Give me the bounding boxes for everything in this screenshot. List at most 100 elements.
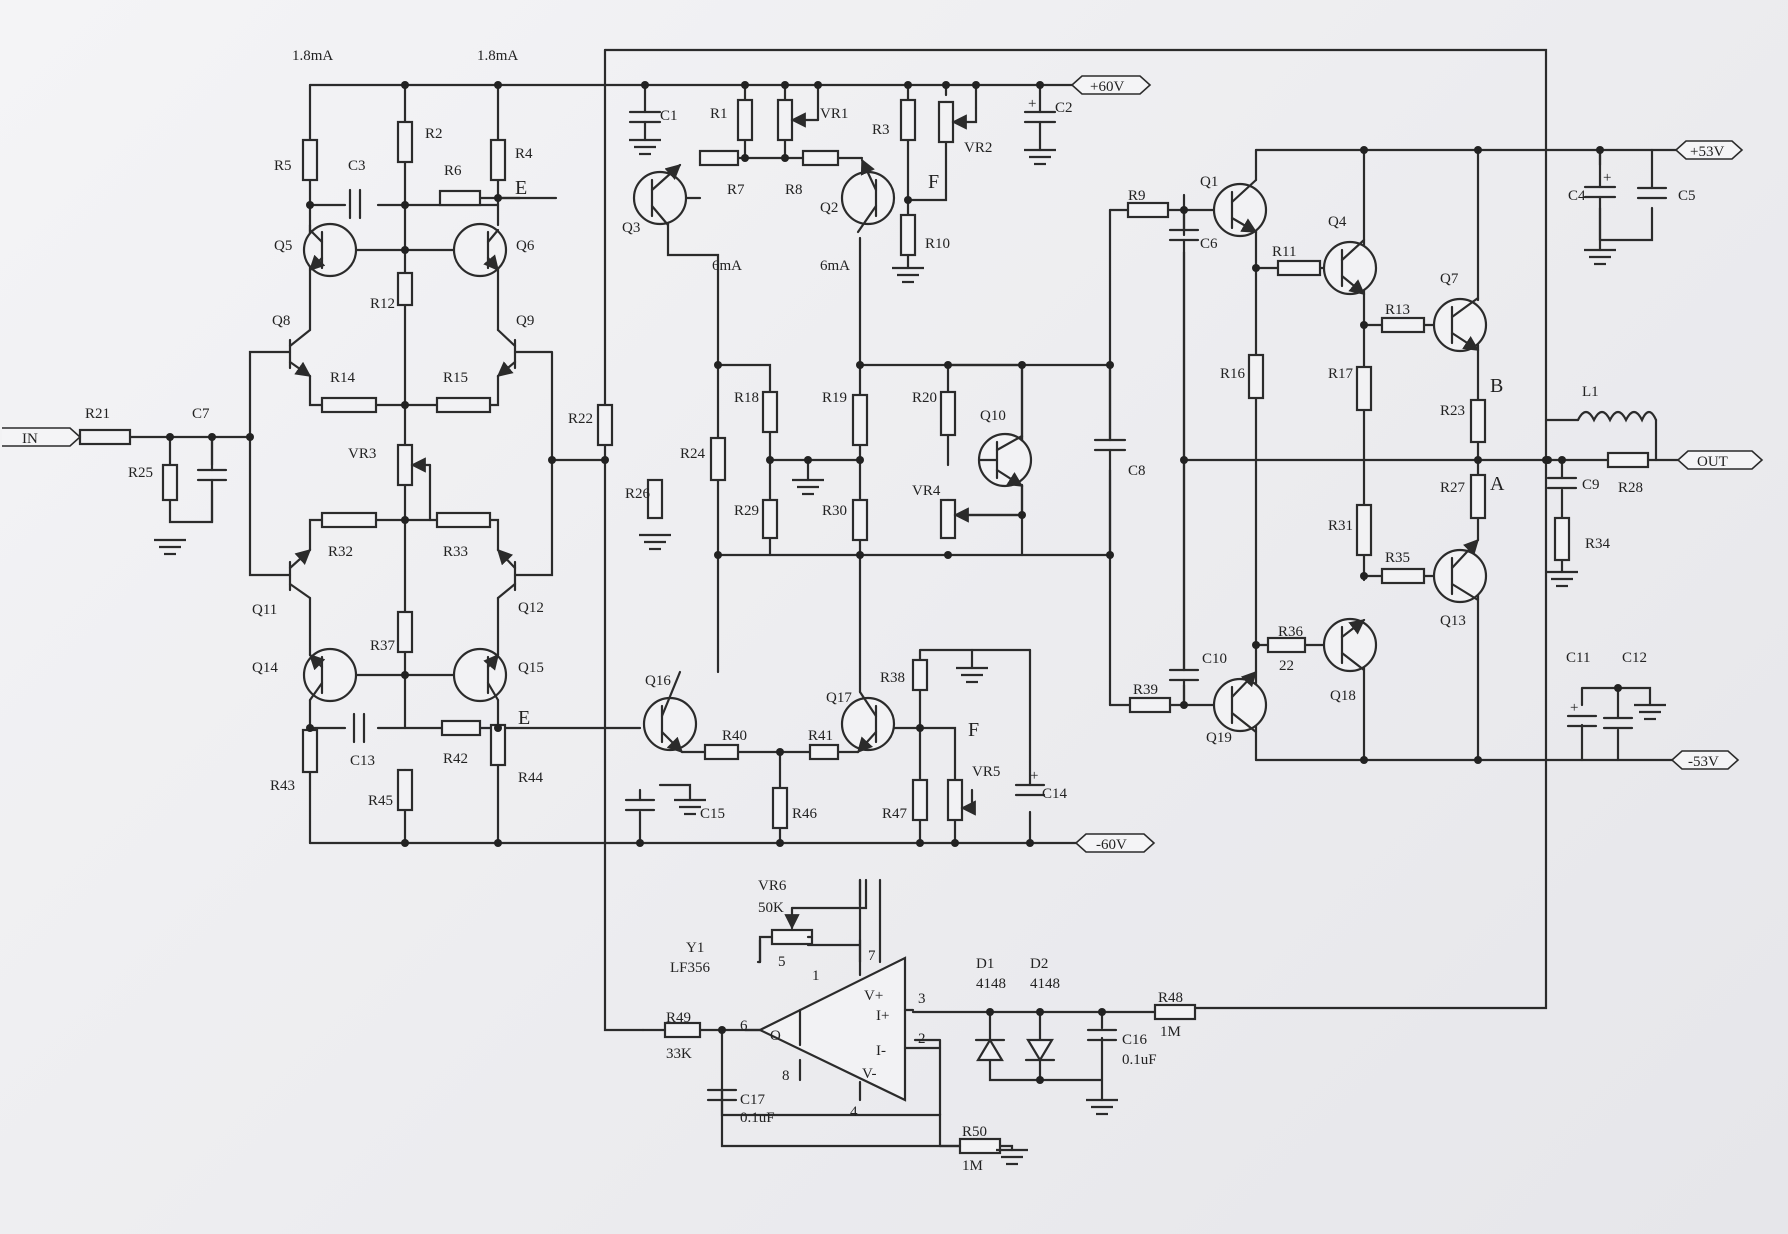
potentiometer-vr4 xyxy=(939,498,1024,540)
svg-text:+: + xyxy=(1028,96,1036,112)
opamp-inn: I- xyxy=(876,1043,886,1059)
svg-text:+: + xyxy=(1570,700,1578,716)
label-q8: Q8 xyxy=(272,313,290,329)
label-c17-value: 0.1uF xyxy=(740,1110,775,1126)
resistor-r2 xyxy=(396,120,414,164)
label-r31: R31 xyxy=(1328,518,1353,534)
capacitor-c7 xyxy=(196,435,228,524)
inductor-l1 xyxy=(1576,410,1658,423)
node-e-top: E xyxy=(515,177,527,199)
resistor-r32 xyxy=(320,511,378,529)
transistor-q2 xyxy=(840,158,896,234)
port-vneg53-label: -53V xyxy=(1688,754,1719,770)
label-r33: R33 xyxy=(443,544,468,560)
resistor-r47 xyxy=(911,778,929,822)
resistor-r41 xyxy=(808,743,840,761)
capacitor-c13 xyxy=(352,712,366,744)
capacitor-c6 xyxy=(1168,208,1200,462)
resistor-r36 xyxy=(1266,636,1307,654)
label-r29: R29 xyxy=(734,503,759,519)
label-r39: R39 xyxy=(1133,682,1158,698)
opamp-inp: I+ xyxy=(876,1008,889,1024)
node-f-bot: F xyxy=(968,719,979,741)
current-label-q2: 6mA xyxy=(820,258,850,274)
resistor-r37 xyxy=(396,610,414,654)
label-r24: R24 xyxy=(680,446,706,462)
resistor-r23 xyxy=(1469,398,1487,444)
resistor-r6 xyxy=(438,189,482,207)
opamp-pin5: 5 xyxy=(778,954,786,970)
capacitor-c10 xyxy=(1168,458,1200,707)
label-q10: Q10 xyxy=(980,408,1006,424)
opamp-pin4: 4 xyxy=(850,1104,858,1120)
opamp-pin1: 1 xyxy=(812,968,820,984)
label-r42: R42 xyxy=(443,751,468,767)
resistor-r19 xyxy=(851,393,869,447)
resistor-r20 xyxy=(939,390,957,437)
label-vr1: VR1 xyxy=(820,106,848,122)
capacitor-c12 xyxy=(1602,716,1634,730)
label-q2: Q2 xyxy=(820,200,838,216)
label-r26: R26 xyxy=(625,486,651,502)
label-l1: L1 xyxy=(1582,384,1599,400)
label-c9: C9 xyxy=(1582,477,1600,493)
resistor-r5 xyxy=(301,138,319,182)
resistor-r17 xyxy=(1355,365,1373,412)
resistor-r50 xyxy=(958,1137,1002,1155)
capacitor-c5 xyxy=(1636,186,1668,200)
label-c17: C17 xyxy=(740,1092,766,1108)
label-r11: R11 xyxy=(1272,244,1296,260)
resistor-r10 xyxy=(899,213,917,257)
capacitor-c17 xyxy=(706,1088,962,1148)
transistor-q5 xyxy=(302,222,358,278)
label-c3: C3 xyxy=(348,158,366,174)
opamp-pin3: 3 xyxy=(918,991,926,1007)
port-in: IN xyxy=(2,427,82,447)
resistor-r28 xyxy=(1606,451,1650,469)
resistor-r22 xyxy=(596,403,614,447)
resistor-r29 xyxy=(761,498,779,540)
opamp-vneg: V- xyxy=(862,1066,876,1082)
label-r49-value: 33K xyxy=(666,1046,692,1062)
label-r9: R9 xyxy=(1128,188,1146,204)
label-r45: R45 xyxy=(368,793,393,809)
label-q7: Q7 xyxy=(1440,271,1459,287)
transistor-q19 xyxy=(1212,670,1268,734)
label-r12: R12 xyxy=(370,296,395,312)
label-r8: R8 xyxy=(785,182,803,198)
resistor-r46 xyxy=(771,786,789,830)
potentiometer-vr5 xyxy=(946,778,976,822)
label-r20: R20 xyxy=(912,390,937,406)
transistor-q1 xyxy=(1212,178,1268,238)
resistor-r43 xyxy=(301,728,319,774)
port-vneg53: -53V xyxy=(1670,750,1740,770)
label-r13: R13 xyxy=(1385,302,1410,318)
port-vpos60-label: +60V xyxy=(1090,79,1124,95)
label-q12: Q12 xyxy=(518,600,544,616)
label-c15: C15 xyxy=(700,806,725,822)
label-c8: C8 xyxy=(1128,463,1146,479)
label-vr6: VR6 xyxy=(758,878,787,894)
resistor-r8 xyxy=(801,149,840,167)
label-r21: R21 xyxy=(85,406,110,422)
label-r50-value: 1M xyxy=(962,1158,983,1174)
potentiometer-vr2 xyxy=(937,100,978,144)
label-c7: C7 xyxy=(192,406,210,422)
capacitor-c16 xyxy=(1086,1028,1118,1042)
resistor-r49 xyxy=(663,1021,702,1039)
label-vr3: VR3 xyxy=(348,446,376,462)
label-c5: C5 xyxy=(1678,188,1696,204)
label-d1: D1 xyxy=(976,956,994,972)
opamp-pin6: 6 xyxy=(740,1018,748,1034)
label-r44: R44 xyxy=(518,770,544,786)
label-r4: R4 xyxy=(515,146,533,162)
label-q18: Q18 xyxy=(1330,688,1356,704)
label-r48-value: 1M xyxy=(1160,1024,1181,1040)
label-r23: R23 xyxy=(1440,403,1465,419)
label-c6: C6 xyxy=(1200,236,1218,252)
transistor-q10 xyxy=(977,432,1033,488)
label-r16: R16 xyxy=(1220,366,1246,382)
label-q4: Q4 xyxy=(1328,214,1347,230)
label-r37: R37 xyxy=(370,638,396,654)
